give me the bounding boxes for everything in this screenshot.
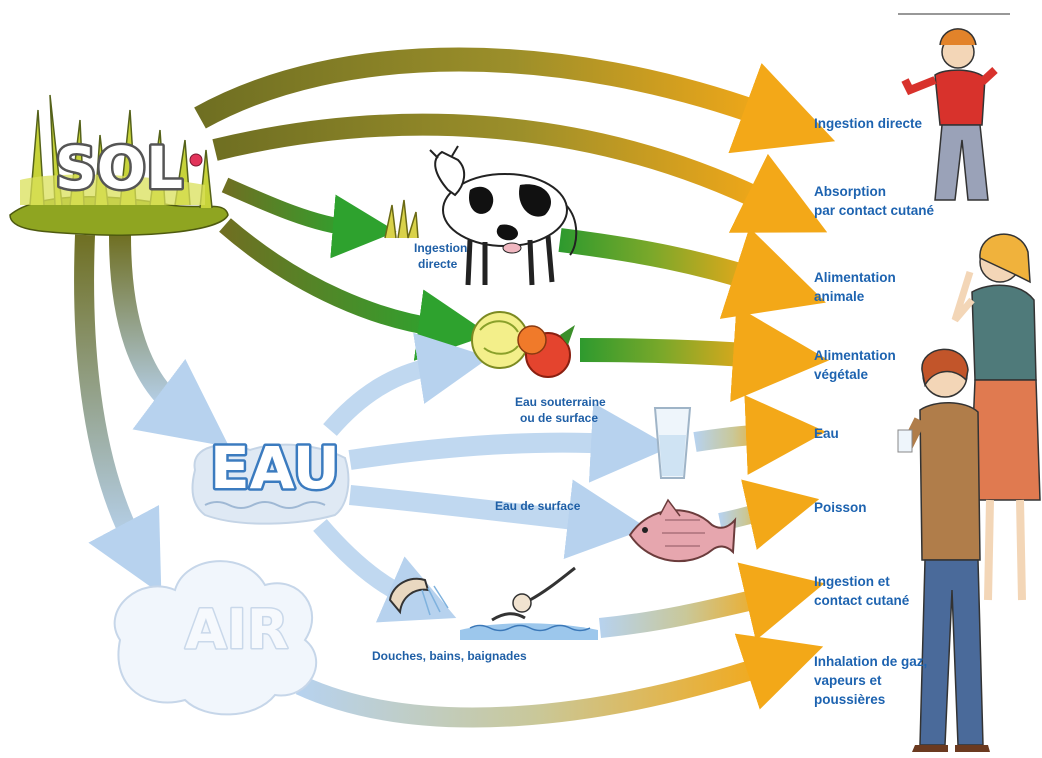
- source-sol-label: SOL: [55, 134, 183, 202]
- exposure-alimentation-animale-line1: Alimentation: [814, 270, 896, 285]
- route-eau-souterraine-label: Eau souterraine ou de surface: [515, 395, 609, 425]
- exposure-poisson-line1: Poisson: [814, 500, 867, 515]
- arrow-cow-alimentation-animale: [558, 227, 826, 319]
- exposure-ingestion-directe-line1: Ingestion directe: [814, 116, 923, 131]
- route-douches-label: Douches, bains, baignades: [372, 649, 527, 663]
- grass-clump-icon: [9, 94, 229, 236]
- exposure-eau: Eau: [814, 424, 944, 443]
- route-eau-de-surface-label: Eau de surface: [495, 499, 581, 513]
- vegetables-icon: [471, 311, 575, 378]
- exposure-alimentation-vegetale-line1: Alimentation: [814, 348, 896, 363]
- exposure-ingestion-directe: Ingestion directe: [814, 114, 944, 133]
- route-ingestion-directe-label: Ingestion directe: [414, 241, 471, 271]
- man-icon: [897, 348, 990, 752]
- child-icon: [901, 28, 998, 201]
- arrow-fish-poisson: [718, 479, 820, 550]
- arrow-sol-air: [74, 234, 162, 595]
- route-ingestion-directe-line1: Ingestion: [414, 241, 467, 255]
- eau-source: EAU: [191, 432, 350, 525]
- arrow-swimmer-ingestion-contact: [599, 562, 825, 641]
- shower-icon: [388, 577, 449, 616]
- grass-tuft-icon: [384, 199, 419, 239]
- arrow-eau-vegetables: [323, 332, 490, 436]
- exposure-alimentation-animale: Alimentation animale: [814, 268, 944, 306]
- exposure-eau-line1: Eau: [814, 426, 839, 441]
- exposure-ingestion-contact-line2: contact cutané: [814, 593, 910, 608]
- water-pool-icon: [191, 443, 350, 525]
- exposure-ingestion-contact-line1: Ingestion et: [814, 574, 890, 589]
- route-ingestion-directe-line2: directe: [418, 257, 458, 271]
- route-eau-souterraine-line2: ou de surface: [520, 411, 598, 425]
- exposure-poisson: Poisson: [814, 498, 944, 517]
- cloud-icon: [113, 560, 318, 716]
- arrow-eau-glass: [348, 402, 671, 483]
- arrow-vegetables-alimentation-vegetale: [579, 306, 830, 403]
- exposure-alimentation-vegetale: Alimentation végétale: [814, 346, 944, 384]
- arrow-sol-absorption: [212, 113, 828, 233]
- arrow-air-inhalation: [295, 633, 824, 728]
- exposure-inhalation: Inhalation de gaz, vapeurs et poussières: [814, 652, 944, 709]
- water-glass-icon: [653, 407, 692, 479]
- sol-source: SOL: [9, 94, 229, 236]
- arrow-sol-grass: [221, 177, 397, 259]
- exposure-ingestion-contact: Ingestion et contact cutané: [814, 572, 944, 610]
- exposure-absorption: Absorption par contact cutané: [814, 182, 944, 220]
- exposure-absorption-line1: Absorption: [814, 184, 886, 199]
- exposure-alimentation-animale-line2: animale: [814, 289, 865, 304]
- route-eau-souterraine-line1: Eau souterraine: [515, 395, 606, 409]
- arrow-eau-fish: [349, 479, 648, 560]
- source-eau-label: EAU: [210, 434, 340, 502]
- exposure-inhalation-line3: poussières: [814, 692, 886, 707]
- arrow-sol-eau: [109, 234, 230, 447]
- exposure-absorption-line2: par contact cutané: [814, 203, 935, 218]
- arrow-glass-eau: [693, 394, 826, 475]
- exposure-alimentation-vegetale-line2: végétale: [814, 367, 869, 382]
- arrow-sol-ingestion-directe: [194, 47, 836, 154]
- source-air-label: AIR: [185, 598, 288, 661]
- cow-icon: [429, 145, 578, 286]
- swimmer-icon: [460, 566, 598, 640]
- fish-icon: [628, 498, 737, 563]
- arrow-sol-vegetables: [219, 218, 490, 361]
- air-source: AIR: [113, 560, 318, 716]
- woman-icon: [951, 233, 1041, 601]
- exposure-inhalation-line2: vapeurs et: [814, 673, 882, 688]
- exposure-inhalation-line1: Inhalation de gaz,: [814, 654, 928, 669]
